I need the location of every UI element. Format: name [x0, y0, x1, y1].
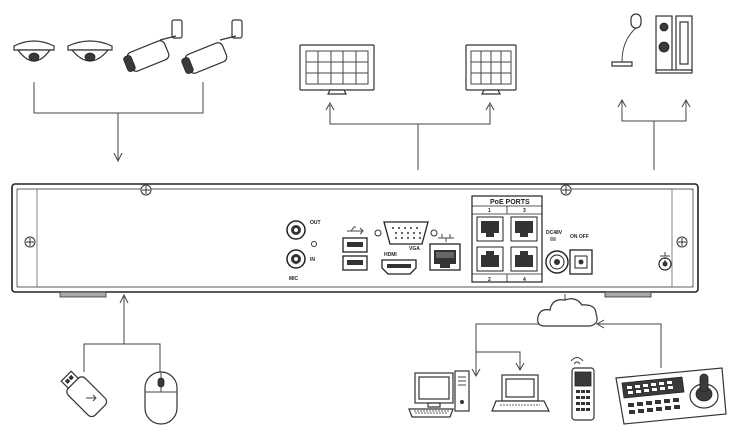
usb-arrow-icon — [119, 293, 129, 304]
laptop-line — [476, 351, 521, 370]
network-right-line — [598, 323, 662, 368]
usb-symbol-icon — [347, 226, 364, 235]
poe-ports-label: PoE PORTS — [490, 199, 530, 206]
audio-out-label: OUT — [310, 220, 321, 226]
usb-port — [342, 255, 368, 271]
monitor-connection-lines — [325, 101, 495, 170]
usb-flash-drive-icon — [60, 370, 108, 418]
vga-port — [374, 221, 438, 245]
poe-port-3 — [510, 216, 538, 242]
poe-port-3-label: 3 — [523, 208, 526, 214]
usb-connection-lines — [83, 293, 161, 372]
power-switch-label: ON OFF — [570, 234, 589, 240]
network-symbol-icon — [438, 234, 454, 242]
audio-out-port — [286, 220, 306, 240]
dc-power-port — [545, 250, 569, 274]
usb-port — [342, 237, 368, 253]
audio-arrow-left-icon — [617, 98, 627, 108]
camera-connection-lines — [33, 82, 204, 163]
screw-icon — [140, 184, 152, 196]
poe-port-2 — [476, 246, 504, 272]
ptz-keyboard-icon — [615, 367, 727, 425]
camera-arrow-icon — [113, 152, 123, 163]
desktop-pc-icon — [408, 370, 470, 418]
ground-terminal-icon — [658, 252, 672, 271]
status-led — [311, 241, 317, 247]
audio-in-port — [286, 249, 306, 269]
camera-bracket-line — [33, 82, 204, 114]
hdmi-label: HDMI — [384, 252, 397, 258]
network-cloud-icon — [537, 298, 598, 327]
poe-port-2-label: 2 — [488, 277, 491, 283]
audio-arrow-right-icon — [681, 98, 691, 108]
screw-icon — [560, 184, 572, 196]
vga-label: VGA — [409, 246, 420, 252]
usb-bracket-line — [83, 343, 161, 372]
dc-symbol-icon — [550, 237, 556, 241]
laptop-icon — [491, 374, 550, 412]
poe-port-1 — [476, 216, 504, 242]
monitor-icon — [465, 44, 517, 95]
poe-port-4 — [510, 246, 538, 272]
mobile-phone-icon — [570, 357, 595, 421]
monitor-icon — [299, 44, 375, 95]
keyboard-arrow-icon — [595, 319, 605, 329]
bullet-camera-icon — [123, 19, 183, 72]
mic-label: MIC — [289, 276, 299, 282]
bullet-camera-icon — [181, 19, 243, 74]
microphone-icon — [611, 13, 642, 67]
poe-port-4-label: 4 — [523, 277, 526, 283]
lan-port — [429, 243, 461, 271]
screw-icon — [24, 236, 36, 248]
network-connection-lines — [471, 294, 662, 378]
screw-icon — [676, 236, 688, 248]
laptop-arrow-icon — [515, 362, 525, 372]
monitor-arrow-right-icon — [485, 101, 495, 111]
dome-camera-icon — [67, 40, 113, 62]
pc-arrow-icon — [471, 368, 481, 378]
hdmi-port — [381, 259, 417, 275]
dome-camera-icon — [13, 40, 55, 62]
audio-in-label: IN — [310, 257, 315, 263]
network-left-line — [475, 323, 540, 376]
poe-port-1-label: 1 — [488, 208, 491, 214]
audio-bracket-line — [621, 101, 687, 122]
speaker-icon — [655, 15, 693, 74]
monitor-bracket-line — [329, 105, 491, 125]
mouse-icon — [144, 371, 178, 425]
power-switch — [569, 249, 593, 275]
dc-input-label: DC48V — [546, 230, 563, 236]
monitor-arrow-left-icon — [325, 101, 335, 111]
audio-connection-lines — [617, 98, 691, 170]
